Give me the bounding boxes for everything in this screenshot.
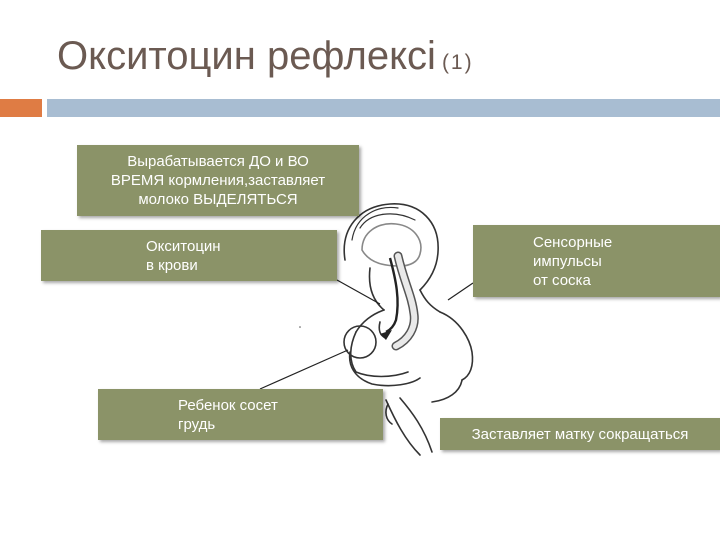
mother-arm (349, 331, 409, 378)
oxytocin-path (385, 257, 399, 334)
label-uterus-contract: Заставляет матку сокращаться (440, 418, 720, 450)
mother-hair (351, 206, 416, 241)
mother-legs (385, 397, 433, 456)
baby-head (343, 325, 377, 359)
dot-mark (299, 326, 301, 328)
oxytocin-arrow-head (380, 330, 392, 340)
connector-oxytocin (336, 279, 381, 305)
slide-title-suffix: (1) (441, 51, 474, 74)
slide-title: Окситоцин рефлексі(1) (57, 34, 474, 79)
mother-elbow (431, 379, 463, 403)
mother-back (439, 311, 474, 381)
slide-title-text: Окситоцин рефлексі (57, 34, 436, 78)
label-produced-during-feeding: Вырабатывается ДО и ВО ВРЕМЯ кормления,з… (77, 145, 359, 216)
connector-sensory (447, 282, 474, 301)
label-oxytocin-in-blood: Окситоцин в крови (41, 230, 337, 281)
accent-bar-blue (47, 99, 720, 117)
mother-hand (385, 403, 393, 425)
label-baby-sucks: Ребенок сосет грудь (98, 389, 383, 440)
mother-shoulder (355, 309, 385, 333)
label-sensory-impulses: Сенсорные импульсы от соска (473, 225, 720, 297)
brain (361, 223, 422, 267)
sensory-pathway-inner (393, 253, 418, 349)
baby-body (348, 351, 421, 387)
mother-head-outline (343, 203, 439, 291)
connector-baby (259, 349, 349, 390)
accent-bar-orange (0, 99, 42, 117)
mother-neck (368, 267, 441, 313)
